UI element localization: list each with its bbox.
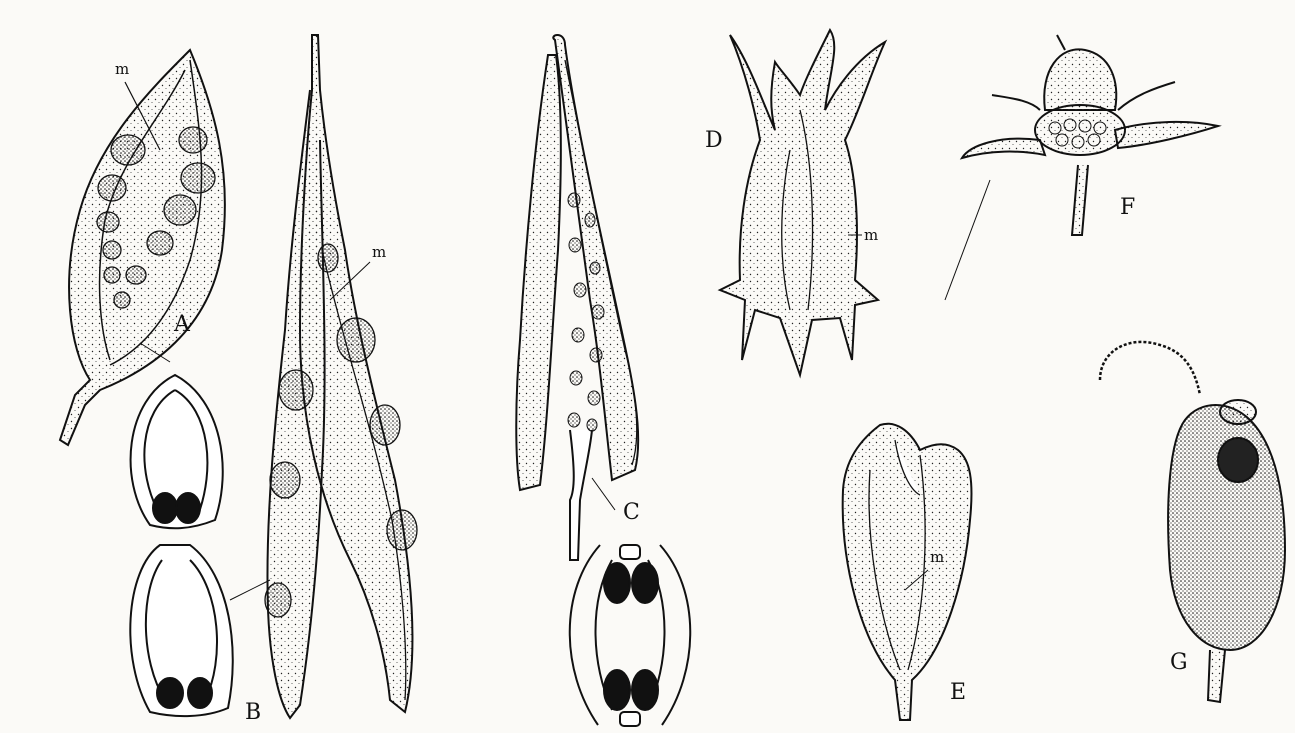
label-f: F (1120, 195, 1135, 220)
figure-d-capsule (720, 30, 885, 375)
figure-e-capsule (843, 424, 972, 720)
figure-c-diagram (570, 545, 691, 726)
label-m-long-pod: m (372, 243, 386, 261)
label-m-d: m (864, 226, 878, 244)
label-g: G (1170, 650, 1188, 675)
label-e: E (950, 680, 966, 705)
label-d: D (705, 128, 723, 153)
figure-a-pod (60, 50, 225, 445)
label-b: B (245, 700, 261, 725)
label-m-a: m (115, 60, 129, 78)
figure-b-diagrams (130, 375, 270, 716)
figure-g-fruit (1100, 342, 1285, 702)
label-m-e: m (930, 548, 944, 566)
long-pod (265, 35, 417, 718)
label-a: A (174, 312, 190, 337)
figure-c-pod (516, 35, 638, 560)
label-c: C (623, 500, 640, 525)
figure-f-capsule (945, 35, 1218, 300)
